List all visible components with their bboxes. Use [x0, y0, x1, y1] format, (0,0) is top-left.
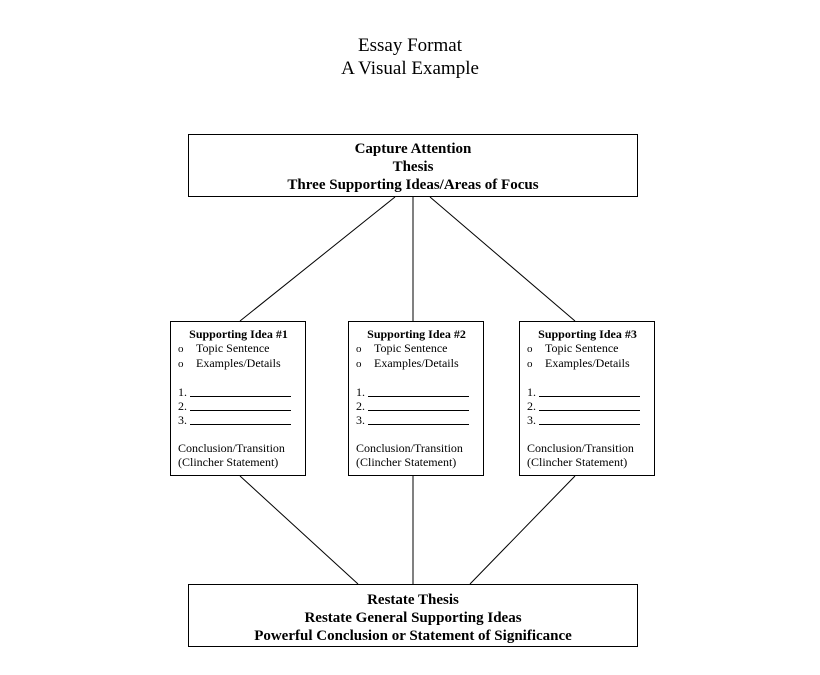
conclusion-line-restate-thesis: Restate Thesis — [367, 592, 459, 608]
numbered-blank: 1. — [178, 385, 299, 399]
blank-line — [368, 415, 469, 425]
connector-bottom-left — [239, 475, 359, 585]
bullet-item: o Topic Sentence — [178, 341, 299, 356]
conclusion-label: Conclusion/Transition — [356, 441, 463, 455]
supporting-idea-box-3: Supporting Idea #3 o Topic Sentence o Ex… — [519, 321, 655, 476]
diagram-subtitle: A Visual Example — [341, 58, 479, 79]
clincher-label: (Clincher Statement) — [356, 455, 457, 469]
clincher-label: (Clincher Statement) — [178, 455, 279, 469]
conclusion-line-restate-ideas: Restate General Supporting Ideas — [304, 610, 522, 626]
conclusion-label: Conclusion/Transition — [527, 441, 634, 455]
blank-line — [539, 401, 640, 411]
blank-number: 2. — [356, 399, 365, 413]
bullet-marker: o — [527, 343, 533, 355]
conclusion-line-significance: Powerful Conclusion or Statement of Sign… — [254, 628, 572, 644]
bullet-item: o Examples/Details — [527, 356, 648, 371]
blank-number: 3. — [178, 413, 187, 427]
introduction-box: Capture Attention Thesis Three Supportin… — [188, 134, 638, 197]
blank-number: 1. — [178, 385, 187, 399]
conclusion-transition: Conclusion/Transition (Clincher Statemen… — [527, 441, 648, 469]
numbered-blank: 1. — [356, 385, 477, 399]
connector-top-right — [429, 196, 576, 322]
blank-line — [539, 415, 640, 425]
blank-number: 3. — [527, 413, 536, 427]
conclusion-transition: Conclusion/Transition (Clincher Statemen… — [356, 441, 477, 469]
numbered-blanks: 1. 2. 3. — [178, 385, 299, 427]
blank-line — [539, 387, 640, 397]
numbered-blank: 2. — [527, 399, 648, 413]
blank-line — [190, 387, 291, 397]
supporting-idea-box-2: Supporting Idea #2 o Topic Sentence o Ex… — [348, 321, 484, 476]
bullet-text: Topic Sentence — [196, 341, 270, 355]
supporting-idea-heading: Supporting Idea #3 — [538, 327, 637, 341]
conclusion-box: Restate Thesis Restate General Supportin… — [188, 584, 638, 647]
bullet-text: Topic Sentence — [545, 341, 619, 355]
numbered-blank: 2. — [178, 399, 299, 413]
blank-line — [368, 401, 469, 411]
numbered-blank: 3. — [356, 413, 477, 427]
bullet-item: o Examples/Details — [356, 356, 477, 371]
bullet-item: o Topic Sentence — [356, 341, 477, 356]
numbered-blank: 2. — [356, 399, 477, 413]
bullet-text: Examples/Details — [545, 356, 630, 370]
intro-line-supporting-ideas: Three Supporting Ideas/Areas of Focus — [287, 177, 539, 193]
bullet-text: Examples/Details — [196, 356, 281, 370]
connector-top-left — [239, 196, 396, 322]
blank-number: 1. — [527, 385, 536, 399]
bullet-marker: o — [527, 358, 533, 370]
bullet-marker: o — [178, 358, 184, 370]
supporting-idea-box-1: Supporting Idea #1 o Topic Sentence o Ex… — [170, 321, 306, 476]
bullet-marker: o — [356, 343, 362, 355]
bullet-item: o Topic Sentence — [527, 341, 648, 356]
conclusion-label: Conclusion/Transition — [178, 441, 285, 455]
bullet-item: o Examples/Details — [178, 356, 299, 371]
bullet-marker: o — [356, 358, 362, 370]
numbered-blank: 1. — [527, 385, 648, 399]
bullet-text: Topic Sentence — [374, 341, 448, 355]
clincher-label: (Clincher Statement) — [527, 455, 628, 469]
bullet-marker: o — [178, 343, 184, 355]
numbered-blanks: 1. 2. 3. — [527, 385, 648, 427]
conclusion-transition: Conclusion/Transition (Clincher Statemen… — [178, 441, 299, 469]
diagram-title: Essay Format — [358, 35, 462, 56]
bullet-text: Examples/Details — [374, 356, 459, 370]
intro-line-capture-attention: Capture Attention — [354, 141, 472, 157]
connector-bottom-right — [469, 475, 576, 585]
numbered-blanks: 1. 2. 3. — [356, 385, 477, 427]
blank-number: 2. — [527, 399, 536, 413]
supporting-idea-heading: Supporting Idea #2 — [367, 327, 466, 341]
supporting-idea-heading: Supporting Idea #1 — [189, 327, 288, 341]
blank-line — [190, 401, 291, 411]
blank-line — [190, 415, 291, 425]
intro-line-thesis: Thesis — [392, 159, 434, 175]
blank-number: 1. — [356, 385, 365, 399]
numbered-blank: 3. — [527, 413, 648, 427]
numbered-blank: 3. — [178, 413, 299, 427]
blank-number: 3. — [356, 413, 365, 427]
blank-line — [368, 387, 469, 397]
blank-number: 2. — [178, 399, 187, 413]
